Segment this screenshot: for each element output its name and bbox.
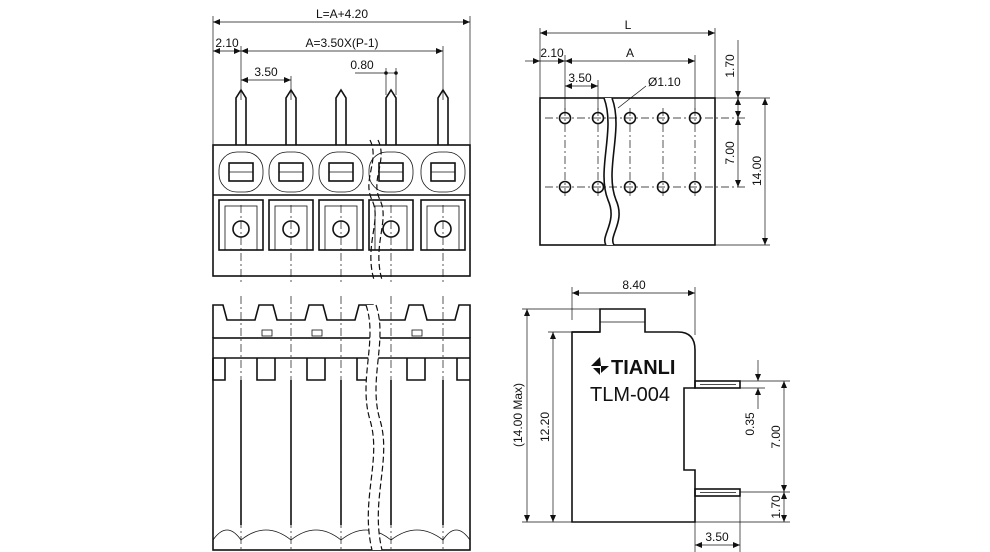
front-dim-offset: 2.10 — [215, 36, 239, 50]
front-dim-total: L=A+4.20 — [316, 7, 368, 21]
model-number: TLM-004 — [590, 384, 670, 406]
side-dim-max: (14.00 Max) — [511, 383, 525, 447]
side-dim-body: 12.20 — [538, 412, 552, 442]
pcb-outline — [539, 97, 716, 246]
front-housing — [212, 144, 471, 277]
front-pins — [235, 88, 449, 145]
pcb-dim-height: 14.00 — [750, 156, 764, 186]
front-terminals — [218, 151, 466, 251]
pcb-dim-pitch: 3.50 — [568, 71, 592, 85]
bottom-view — [212, 296, 471, 552]
pcb-dim-top: 1.70 — [723, 54, 737, 78]
pcb-dim-hole: Ø1.10 — [648, 75, 681, 89]
front-dim-pitch: 3.50 — [254, 65, 278, 79]
front-centerlines — [240, 205, 444, 284]
front-break — [368, 139, 376, 281]
brand-logo: TIANLI — [591, 357, 675, 379]
side-pins — [694, 380, 741, 497]
pcb-holes — [558, 108, 702, 197]
pcb-dim-row: 7.00 — [723, 141, 737, 165]
side-dim-bottom: 1.70 — [769, 495, 783, 519]
bottom-partitions — [212, 296, 471, 552]
front-dim-pin: 0.80 — [350, 58, 374, 72]
pcb-view: L 2.10 A 3.50 Ø1.10 — [525, 18, 770, 246]
pcb-dim-span: A — [626, 46, 634, 60]
pcb-dim-offset: 2.10 — [540, 46, 564, 60]
front-view: L=A+4.20 2.10 A=3.50X(P-1) 3.50 0.80 — [212, 7, 471, 284]
bottom-top-profile — [212, 304, 471, 338]
side-dim-pin: 0.35 — [743, 412, 757, 436]
front-dim-span: A=3.50X(P-1) — [305, 36, 378, 50]
tianli-logo-icon — [591, 357, 601, 366]
side-dim-width: 8.40 — [622, 278, 646, 292]
pcb-dim-total: L — [625, 18, 632, 32]
side-dim-row: 7.00 — [769, 425, 783, 449]
side-dim-pitch: 3.50 — [705, 530, 729, 544]
side-view: 8.40 TIANLI TLM-004 (14.00 Max) 12.20 — [511, 278, 790, 552]
brand-name: TIANLI — [611, 357, 675, 379]
side-housing — [571, 308, 696, 523]
